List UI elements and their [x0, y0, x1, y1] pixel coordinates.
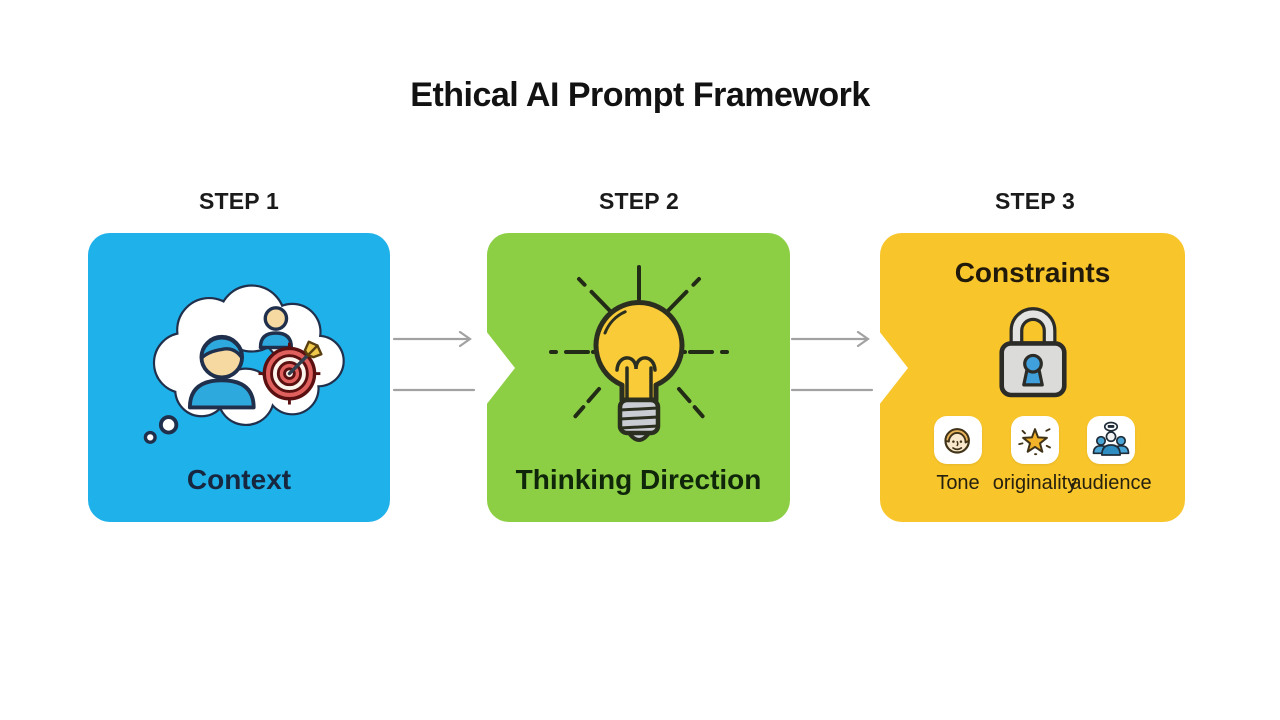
flow-arrow-2 — [790, 331, 874, 392]
arrow-notch — [879, 331, 908, 405]
step-1-caption: Context — [186, 464, 292, 495]
originality-tile — [1011, 416, 1059, 464]
lightbulb-icon — [549, 265, 729, 442]
face-icon — [944, 428, 970, 454]
step-2-label: STEP 2 — [598, 188, 680, 214]
flow-arrow-1 — [392, 331, 476, 392]
step-3-caption: Constraints — [954, 257, 1111, 288]
audience-tile — [1087, 416, 1135, 464]
originality-label: originality — [992, 472, 1078, 494]
audience-label: audience — [1070, 472, 1152, 494]
step-3-label: STEP 3 — [994, 188, 1076, 214]
tone-label: Tone — [936, 472, 980, 494]
constraint-originality: originality — [975, 416, 1095, 495]
constraint-tone: Tone — [898, 416, 1018, 495]
padlock-icon — [998, 307, 1067, 398]
thought-bubble-icon — [143, 284, 345, 444]
page-title: Ethical AI Prompt Framework — [410, 76, 870, 114]
step-2-card: Thinking Direction — [486, 233, 790, 522]
star-icon — [1018, 428, 1051, 456]
constraint-audience: audience — [1051, 416, 1171, 495]
step-1-label: STEP 1 — [198, 188, 280, 214]
step-3-card: Constraints Tone — [879, 233, 1185, 522]
tone-tile — [934, 416, 982, 464]
step-2-caption: Thinking Direction — [515, 464, 762, 495]
group-icon — [1092, 421, 1130, 456]
step-1-card: Context — [88, 233, 390, 522]
arrow-notch — [486, 331, 515, 405]
